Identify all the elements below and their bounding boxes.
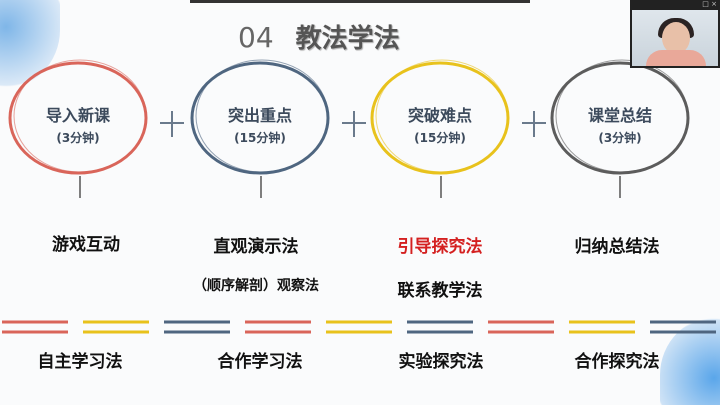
stage-circle <box>550 59 690 175</box>
teaching-method: 联系教学法 <box>397 281 483 301</box>
top-bar <box>190 0 530 3</box>
teaching-method: 直观演示法 <box>213 237 299 257</box>
slide-title: 04 教法学法 <box>238 18 400 55</box>
connector-lines <box>79 176 621 198</box>
webcam-video <box>632 10 718 66</box>
teaching-method: （顺序解剖）观察法 <box>193 278 319 294</box>
stage-label: 突破难点(15分钟) <box>407 106 472 145</box>
teaching-method-highlight: 引导探究法 <box>397 237 483 257</box>
stage-circle <box>370 59 510 175</box>
stage-circle <box>8 59 148 175</box>
teaching-method: 游戏互动 <box>52 235 120 255</box>
stage-label: 课堂总结(3分钟) <box>587 106 652 145</box>
section-number: 04 <box>238 21 274 54</box>
section-title: 教法学法 <box>295 24 400 54</box>
stage-label: 导入新课(3分钟) <box>45 106 110 145</box>
stage-label: 突出重点(15分钟) <box>227 106 292 145</box>
learning-method: 实验探究法 <box>398 352 484 372</box>
learning-method: 合作探究法 <box>574 352 660 372</box>
teaching-method: 归纳总结法 <box>574 237 660 257</box>
plus-icon <box>160 111 546 137</box>
learning-method: 合作学习法 <box>217 352 303 372</box>
learning-method: 自主学习法 <box>37 352 123 372</box>
stage-circle <box>190 59 330 175</box>
window-controls[interactable]: □ × <box>702 0 717 8</box>
dashed-divider <box>2 320 716 334</box>
webcam-overlay[interactable]: □ × <box>630 0 720 68</box>
